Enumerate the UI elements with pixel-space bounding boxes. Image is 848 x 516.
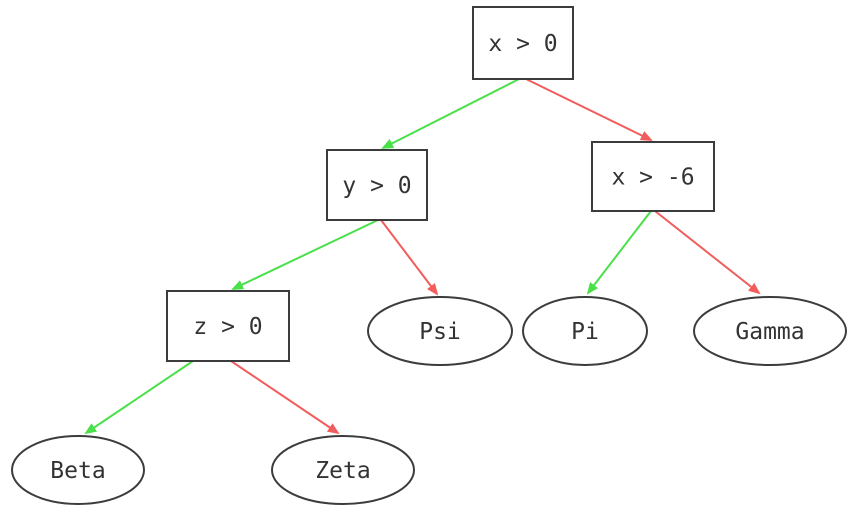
leaf-ellipse [271,435,415,505]
leaf-ellipse [522,296,648,366]
node-label: Zeta [315,458,370,484]
node-label: x > 0 [488,31,557,57]
node-label: y > 0 [342,173,411,199]
leaf-ellipse [693,296,847,366]
edge-cond_y-to-psi-red [380,219,439,296]
tree-node-zeta: Zeta [271,435,415,505]
node-label: Gamma [735,319,804,345]
node-label: z > 0 [193,314,262,340]
node-label: Pi [571,319,599,345]
tree-node-psi: Psi [367,296,513,366]
tree-node-pi: Pi [522,296,648,366]
tree-node-root: x > 0 [472,6,574,80]
edge-cond_y-to-cond_z-green [231,219,379,290]
decision-box [326,149,428,221]
edge-cond_x6-to-gamma-red [654,210,761,295]
tree-node-cond_y: y > 0 [326,149,428,221]
tree-node-cond_x6: x > -6 [591,141,715,212]
edge-cond_z-to-zeta-red [230,360,340,435]
leaf-ellipse [367,296,513,366]
decision-box [591,141,715,212]
tree-node-beta: Beta [11,435,145,505]
leaf-ellipse [11,435,145,505]
edge-cond_z-to-beta-green [84,360,194,435]
tree-node-gamma: Gamma [693,296,847,366]
tree-node-cond_z: z > 0 [166,290,290,362]
edge-root-to-cond_y-green [381,78,520,149]
edge-root-to-cond_x6-red [525,78,653,141]
node-label: Psi [419,319,461,345]
edge-cond_x6-to-pi-green [586,210,652,295]
decision-box [472,6,574,80]
node-label: x > -6 [611,165,694,191]
node-label: Beta [50,458,105,484]
decision-box [166,290,290,362]
